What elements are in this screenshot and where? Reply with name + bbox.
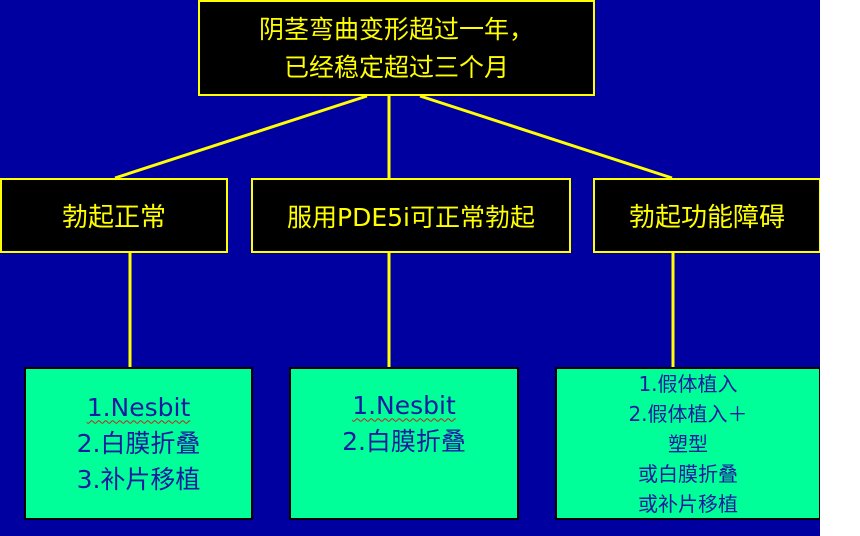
connector-root-left xyxy=(114,94,368,180)
option-item: 3.补片移植 xyxy=(76,464,201,494)
option-item: 1.Nesbit xyxy=(86,392,191,422)
root-line-1: 阴茎弯曲变形超过一年， xyxy=(258,15,534,44)
branch-label: 勃起正常 xyxy=(61,203,166,233)
branch-label: 勃起功能障碍 xyxy=(628,203,785,233)
branch-normal-erection-box: 勃起正常 xyxy=(0,178,228,253)
option-item: 塑型 xyxy=(668,431,708,456)
treatment-options-normal-box: 1.Nesbit 2.白膜折叠 3.补片移植 xyxy=(24,367,253,520)
connector-root-right xyxy=(419,94,673,180)
option-item: 1.假体植入 xyxy=(638,371,738,396)
root-line-2: 已经稳定超过三个月 xyxy=(283,53,509,82)
branch-pde5i-erection-box: 服用PDE5i可正常勃起 xyxy=(251,178,571,253)
option-item: 2.假体植入＋ xyxy=(628,401,748,426)
branch-erectile-dysfunction-box: 勃起功能障碍 xyxy=(593,178,820,253)
connector-lines xyxy=(114,94,675,367)
root-condition-box: 阴茎弯曲变形超过一年， 已经稳定超过三个月 xyxy=(198,0,595,96)
branch-label: 服用PDE5i可正常勃起 xyxy=(287,202,535,232)
option-item: 1.Nesbit xyxy=(352,390,456,420)
option-item: 2.白膜折叠 xyxy=(342,426,466,456)
option-item: 或补片移植 xyxy=(638,491,738,516)
option-item: 或白膜折叠 xyxy=(638,461,738,486)
flowchart-slide: 阴茎弯曲变形超过一年， 已经稳定超过三个月 勃起正常 服用PDE5i可正常勃起 … xyxy=(0,0,820,536)
treatment-options-ed-box: 1.假体植入 2.假体植入＋ 塑型 或白膜折叠 或补片移植 xyxy=(555,367,820,520)
treatment-options-pde5i-box: 1.Nesbit 2.白膜折叠 xyxy=(289,367,519,520)
option-item: 2.白膜折叠 xyxy=(76,428,201,458)
